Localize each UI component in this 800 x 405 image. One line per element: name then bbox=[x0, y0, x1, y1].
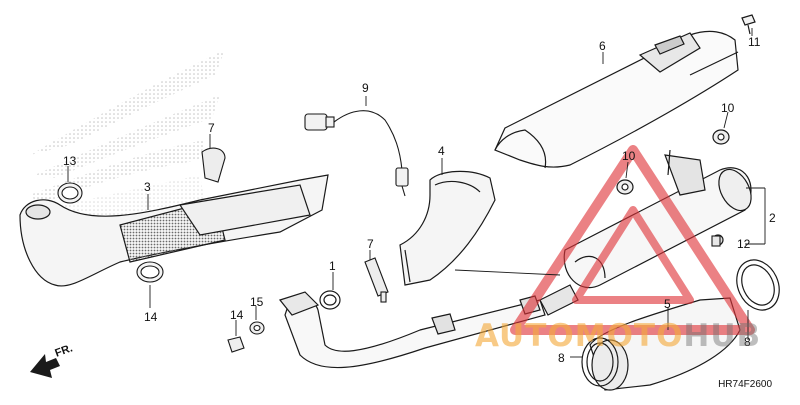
watermark-part-3: HUB bbox=[683, 318, 762, 354]
callout-10-lower: 10 bbox=[622, 149, 636, 163]
callout-4: 4 bbox=[438, 144, 445, 158]
front-pipe-part bbox=[19, 174, 329, 287]
bolt-part-11 bbox=[741, 14, 756, 35]
callout-9: 9 bbox=[362, 81, 369, 95]
diagram-code: HR74F2600 bbox=[718, 379, 772, 390]
callout-3: 3 bbox=[144, 180, 151, 194]
watermark-triangle-logo bbox=[510, 145, 755, 335]
callout-2: 2 bbox=[769, 211, 776, 225]
callout-8-left: 8 bbox=[558, 351, 565, 365]
callout-leader-lines bbox=[67, 28, 766, 358]
nut-and-washer bbox=[227, 321, 265, 353]
front-direction-arrow-icon bbox=[30, 354, 60, 378]
oxygen-sensor-part bbox=[304, 110, 409, 197]
watermark-part-1: AUTO bbox=[475, 318, 575, 354]
callout-7-lower: 7 bbox=[367, 237, 374, 251]
callout-14-upper: 13 bbox=[63, 154, 77, 168]
bolt-part-12 bbox=[711, 235, 721, 247]
callout-15: 15 bbox=[250, 295, 264, 309]
muffler-part bbox=[539, 149, 752, 316]
callout-14-lower: 14 bbox=[144, 310, 158, 324]
watermark-part-2: MOTO bbox=[574, 318, 684, 354]
heat-protector-part bbox=[399, 170, 496, 286]
hose-clamp-part-14 bbox=[57, 182, 164, 283]
muffler-guard-part bbox=[589, 297, 741, 391]
watermark-text: AUTOMOTOHUB bbox=[475, 318, 761, 354]
clamp-part-7 bbox=[201, 147, 389, 303]
callout-10-top: 10 bbox=[721, 101, 735, 115]
callout-13: 14 bbox=[230, 308, 244, 322]
callout-8-right: 8 bbox=[744, 335, 751, 349]
gasket-part bbox=[319, 290, 341, 310]
callout-7-upper: 7 bbox=[208, 121, 215, 135]
callout-6: 5 bbox=[664, 297, 671, 311]
callout-12: 12 bbox=[737, 237, 751, 251]
grommet-part-10 bbox=[616, 129, 730, 195]
callout-1: 1 bbox=[329, 259, 336, 273]
heat-shield-part bbox=[494, 30, 739, 169]
band-clamp-part-8 bbox=[581, 259, 780, 387]
callout-11: 11 bbox=[748, 35, 761, 49]
callout-5: 6 bbox=[599, 39, 606, 53]
